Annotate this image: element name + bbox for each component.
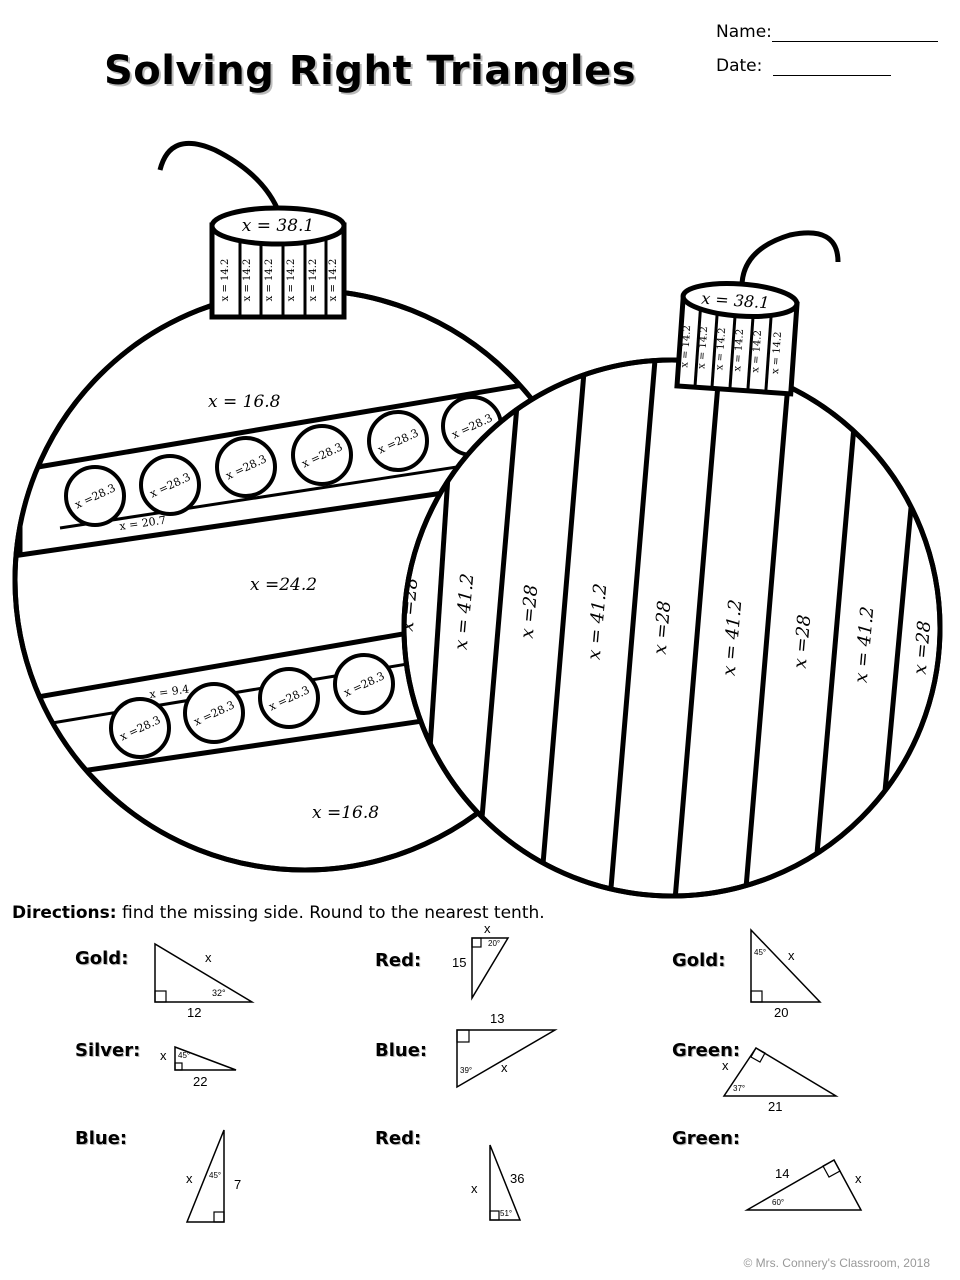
- band1-circle: [215, 436, 277, 498]
- left-cap-stripe-label: x = 14.2: [328, 259, 339, 302]
- problem-8-label-c: 51°: [500, 1209, 512, 1218]
- date-label: Date:: [716, 56, 763, 76]
- right-cap-stripe-label: x = 14.2: [732, 329, 746, 372]
- problem-2-color: Red:: [375, 950, 422, 971]
- directions-text: find the missing side. Round to the near…: [116, 903, 545, 923]
- right-cap-stripe-label: x = 14.2: [679, 325, 693, 368]
- page-title: Solving Right Triangles: [104, 48, 637, 94]
- problem-1-triangle: x 32° 12: [154, 942, 255, 1020]
- problem-9-label-a: 14: [775, 1166, 789, 1181]
- directions: Directions: find the missing side. Round…: [12, 903, 545, 923]
- left-ornament-hook: [157, 140, 283, 216]
- name-field[interactable]: Name:: [716, 22, 938, 42]
- copyright: © Mrs. Connery's Classroom, 2018: [743, 1256, 930, 1270]
- problem-3-triangle: 45° x 20: [750, 928, 822, 1020]
- problem-2-label-b: 15: [452, 955, 466, 970]
- right-cap-stripe-label: x = 14.2: [770, 331, 784, 374]
- problem-4-color: Silver:: [75, 1040, 141, 1061]
- left-section-middle-label: x =24.2: [250, 575, 317, 595]
- problem-3-label-b: x: [788, 948, 795, 963]
- directions-label: Directions:: [12, 903, 117, 923]
- left-cap-stripe-label: x = 14.2: [286, 259, 297, 302]
- right-cap-label: x = 38.1: [701, 289, 770, 313]
- problem-3-label-c: 20: [774, 1005, 788, 1020]
- problem-1-label-a: x: [205, 950, 212, 965]
- left-cap-stripe-label: x = 14.2: [308, 259, 319, 302]
- problem-1-label-c: 12: [187, 1005, 201, 1020]
- problem-5-label-a: 13: [490, 1011, 504, 1026]
- band1-circle: [367, 410, 429, 472]
- left-cap-label: x = 38.1: [242, 216, 315, 236]
- date-line: [773, 59, 892, 76]
- problem-6-label-a: x: [722, 1058, 729, 1073]
- problem-7-label-b: 45°: [209, 1171, 221, 1180]
- problem-6-label-c: 21: [768, 1099, 782, 1114]
- problem-8-label-b: x: [471, 1181, 478, 1196]
- problem-8-triangle: 36 x 51°: [471, 1144, 524, 1221]
- problem-9-label-c: 60°: [772, 1198, 784, 1207]
- date-field[interactable]: Date:: [716, 56, 892, 76]
- problem-5-label-c: x: [501, 1060, 508, 1075]
- band1-circle: [139, 454, 201, 516]
- right-stripe-label: x =28: [650, 600, 676, 655]
- band1-circle: [64, 465, 126, 527]
- problem-4-label-a: x: [160, 1048, 167, 1063]
- left-ornament-cap: x = 14.2 x = 14.2 x = 14.2 x = 14.2 x = 14.2…: [209, 205, 347, 320]
- name-label: Name:: [716, 22, 772, 42]
- problem-6-label-b: 37°: [733, 1084, 745, 1093]
- band1-strip-label: x = 20.7: [119, 514, 167, 533]
- problem-1-color: Gold:: [75, 948, 129, 969]
- triangle-problems: x 32° 12 x 15 20° 45° x 20 x 45° 22: [154, 921, 863, 1223]
- problem-7-label-a: x: [186, 1171, 193, 1186]
- problem-8-color: Red:: [375, 1128, 422, 1149]
- problem-6-color: Green:: [672, 1040, 741, 1061]
- right-cap-stripe-label: x = 14.2: [696, 326, 710, 369]
- band1-circle: [291, 424, 353, 486]
- left-cap-stripe-label: x = 14.2: [242, 259, 253, 302]
- right-cap-stripe-label: x = 14.2: [714, 327, 728, 370]
- problem-9-label-b: x: [855, 1171, 862, 1186]
- right-stripe-label: x =28: [910, 620, 936, 675]
- left-cap-stripe-label: x = 14.2: [220, 259, 231, 302]
- problem-5-color: Blue:: [375, 1040, 428, 1061]
- problem-8-label-a: 36: [510, 1171, 524, 1186]
- problem-6-triangle: x 37° 21: [722, 1046, 839, 1114]
- band2-circle: [258, 667, 320, 729]
- right-stripe-label: x =28: [517, 584, 543, 639]
- name-line: [771, 25, 938, 42]
- problem-7-triangle: x 45° 7: [185, 1129, 241, 1223]
- problem-5-label-b: 39°: [460, 1066, 472, 1075]
- problem-9-triangle: 14 x 60°: [744, 1158, 863, 1211]
- band2-circle: [109, 697, 171, 759]
- problem-4-triangle: x 45° 22: [160, 1045, 237, 1089]
- problem-3-label-a: 45°: [754, 948, 766, 957]
- problem-2-triangle: x 15 20°: [452, 921, 510, 1001]
- left-section-bottom-label: x =16.8: [312, 803, 379, 823]
- problem-5-triangle: 13 39° x: [456, 1011, 558, 1089]
- problem-9-color: Green:: [672, 1128, 741, 1149]
- left-section-top-label: x = 16.8: [208, 392, 281, 412]
- problem-2-label-a: x: [484, 921, 491, 936]
- problem-3-color: Gold:: [672, 950, 726, 971]
- right-ornament-hook: [739, 230, 841, 291]
- problem-4-label-b: 45°: [178, 1051, 190, 1060]
- left-cap-stripe-label: x = 14.2: [264, 259, 275, 302]
- right-stripe-label: x =28: [790, 614, 816, 669]
- band2-circle: [183, 682, 245, 744]
- problem-1-label-b: 32°: [212, 988, 226, 998]
- problem-4-label-c: 22: [193, 1074, 207, 1089]
- problem-7-label-c: 7: [234, 1177, 241, 1192]
- problem-7-color: Blue:: [75, 1128, 128, 1149]
- band2-strip-label: x = 9.4: [149, 683, 190, 701]
- problem-2-label-c: 20°: [488, 939, 500, 948]
- band2-circle: [333, 653, 395, 715]
- right-cap-stripe-label: x = 14.2: [750, 330, 764, 373]
